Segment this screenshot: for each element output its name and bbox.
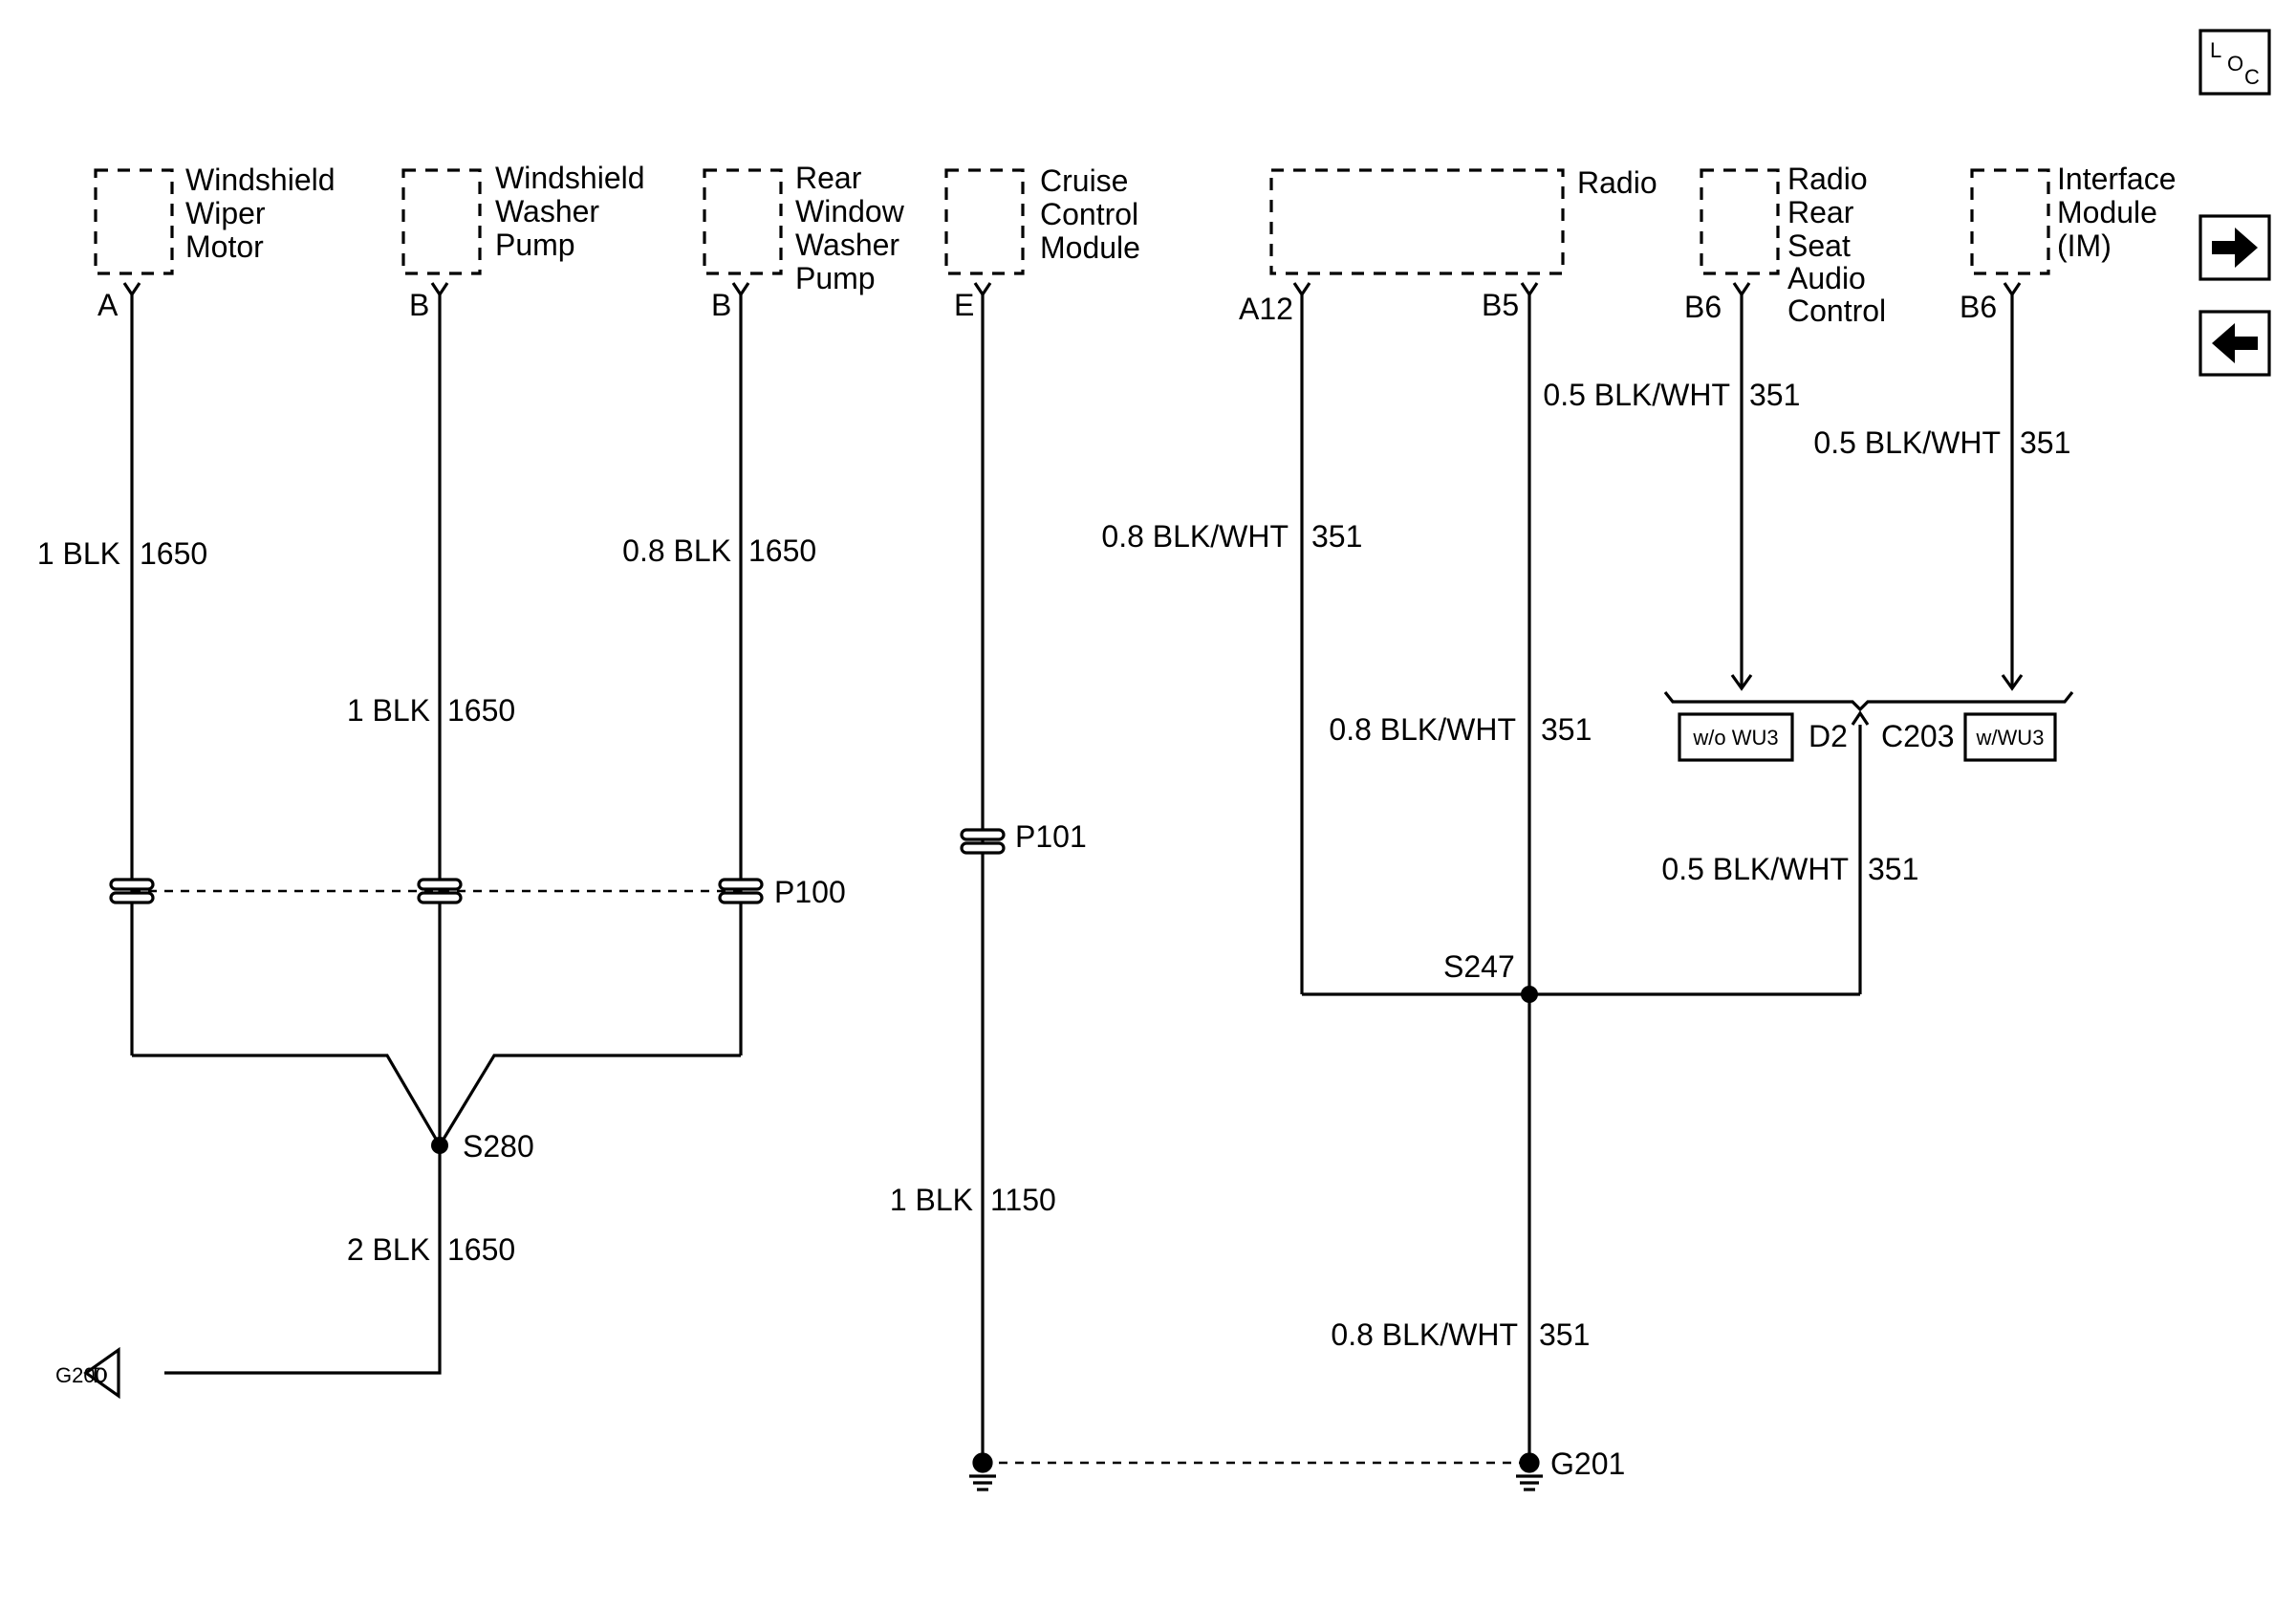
ground-g201-symbol [969,1452,1543,1491]
splice-s247-dot [1521,986,1538,1003]
svg-text:Rear: Rear [795,161,862,195]
svg-text:Control: Control [1787,294,1886,328]
loc-letter-l: L [2210,38,2221,62]
svg-text:1650: 1650 [748,533,816,568]
svg-text:351: 351 [1311,519,1362,554]
previous-page-button[interactable] [2199,310,2271,377]
svg-text:Radio: Radio [1787,162,1868,196]
pin-label: B6 [1960,290,1997,324]
svg-text:1150: 1150 [990,1183,1056,1217]
c203-arrow-heads [1730,674,2024,691]
svg-text:351: 351 [1541,712,1592,747]
option-badge-without-wu3: w/o WU3 [1678,712,1794,762]
pin-label: B5 [1482,288,1519,322]
splice-s280-label: S280 [463,1129,534,1164]
radio-label: Radio [1577,165,1657,200]
ground-g201-label: G201 [1550,1447,1625,1481]
terminal-pins [122,282,2022,726]
svg-text:1 BLK: 1 BLK [890,1183,973,1217]
rsa-control-label: Radio Rear Seat Audio Control [1787,162,1886,328]
svg-text:Windshield: Windshield [495,161,645,195]
svg-text:Pump: Pump [795,261,876,295]
svg-text:0.5 BLK/WHT: 0.5 BLK/WHT [1813,425,2001,460]
arrow-left-icon [2212,323,2258,363]
svg-text:Washer: Washer [495,194,599,228]
svg-text:Rear: Rear [1787,195,1854,229]
svg-text:0.8 BLK: 0.8 BLK [622,533,731,568]
pin-label: A12 [1239,292,1293,326]
next-page-button[interactable] [2199,214,2271,281]
svg-text:2 BLK: 2 BLK [347,1232,430,1267]
splice-s247-label: S247 [1443,949,1515,984]
arrow-right-icon [2212,228,2258,268]
svg-text:351: 351 [1868,852,1918,886]
interface-module-label: Interface Module (IM) [2057,162,2177,263]
svg-text:Window: Window [795,194,905,228]
svg-text:0.8 BLK/WHT: 0.8 BLK/WHT [1331,1317,1518,1352]
svg-text:Windshield: Windshield [185,163,336,197]
svg-text:0.8 BLK/WHT: 0.8 BLK/WHT [1101,519,1289,554]
pin-label: E [954,288,974,322]
svg-text:D: D [93,1363,108,1387]
wires [130,294,2014,1461]
wiper-motor-box [94,168,174,275]
svg-text:1650: 1650 [140,536,207,571]
svg-text:1650: 1650 [447,1232,515,1267]
svg-text:Module: Module [1040,230,1140,265]
loc-letter-c: C [2244,65,2260,89]
p101-connector [960,828,1006,855]
svg-text:351: 351 [2020,425,2070,460]
loc-letter-o: O [2227,52,2243,76]
svg-text:Cruise: Cruise [1040,163,1128,198]
svg-text:Wiper: Wiper [185,196,266,230]
p101-label: P101 [1015,819,1087,854]
c203-label: C203 [1881,719,1955,753]
svg-text:Control: Control [1040,197,1138,231]
svg-text:w/o WU3: w/o WU3 [1692,726,1778,750]
wiper-motor-label: Windshield Wiper Motor [185,163,336,264]
svg-text:0.8 BLK/WHT: 0.8 BLK/WHT [1329,712,1516,747]
pin-label: B [409,288,429,322]
interface-module-box [1970,168,2050,275]
radio-box [1269,168,1565,275]
svg-text:w/WU3: w/WU3 [1976,726,2045,750]
pin-label: B [711,288,731,322]
p100-label: P100 [774,875,846,909]
ground-g200-symbol: D [83,1346,120,1400]
cruise-module-label: Cruise Control Module [1040,163,1140,265]
wire-labels: 1 BLK 1650 1 BLK 1650 0.8 BLK 1650 2 BLK… [37,378,2071,1352]
svg-text:Module: Module [2057,195,2157,229]
washer-pump-box [401,168,482,275]
washer-pump-label: Windshield Washer Pump [495,161,645,262]
svg-text:0.5 BLK/WHT: 0.5 BLK/WHT [1543,378,1730,412]
pin-label: D2 [1809,719,1848,753]
svg-text:351: 351 [1749,378,1800,412]
c203-bracket [1663,691,2074,712]
svg-text:351: 351 [1539,1317,1590,1352]
svg-text:Pump: Pump [495,228,575,262]
svg-text:1 BLK: 1 BLK [37,536,120,571]
pin-label: B6 [1684,290,1722,324]
svg-text:Audio: Audio [1787,261,1866,295]
svg-text:Motor: Motor [185,229,264,264]
rear-washer-pump-label: Rear Window Washer Pump [795,161,905,295]
pin-label: A [97,288,119,322]
p100-connector [109,878,764,904]
svg-text:0.5 BLK/WHT: 0.5 BLK/WHT [1661,852,1849,886]
svg-text:Washer: Washer [795,228,899,262]
splice-s280-dot [431,1137,448,1154]
rear-washer-pump-box [703,168,783,275]
svg-text:(IM): (IM) [2057,228,2112,263]
ground-g200-label: G200 [55,1363,107,1387]
svg-text:Interface: Interface [2057,162,2177,196]
svg-text:Seat: Seat [1787,228,1851,263]
option-badge-with-wu3: w/WU3 [1963,712,2057,762]
cruise-module-box [944,168,1025,275]
svg-text:1650: 1650 [447,693,515,728]
rsa-control-box [1700,168,1780,275]
location-button[interactable]: L O C [2199,29,2271,96]
svg-text:1 BLK: 1 BLK [347,693,430,728]
